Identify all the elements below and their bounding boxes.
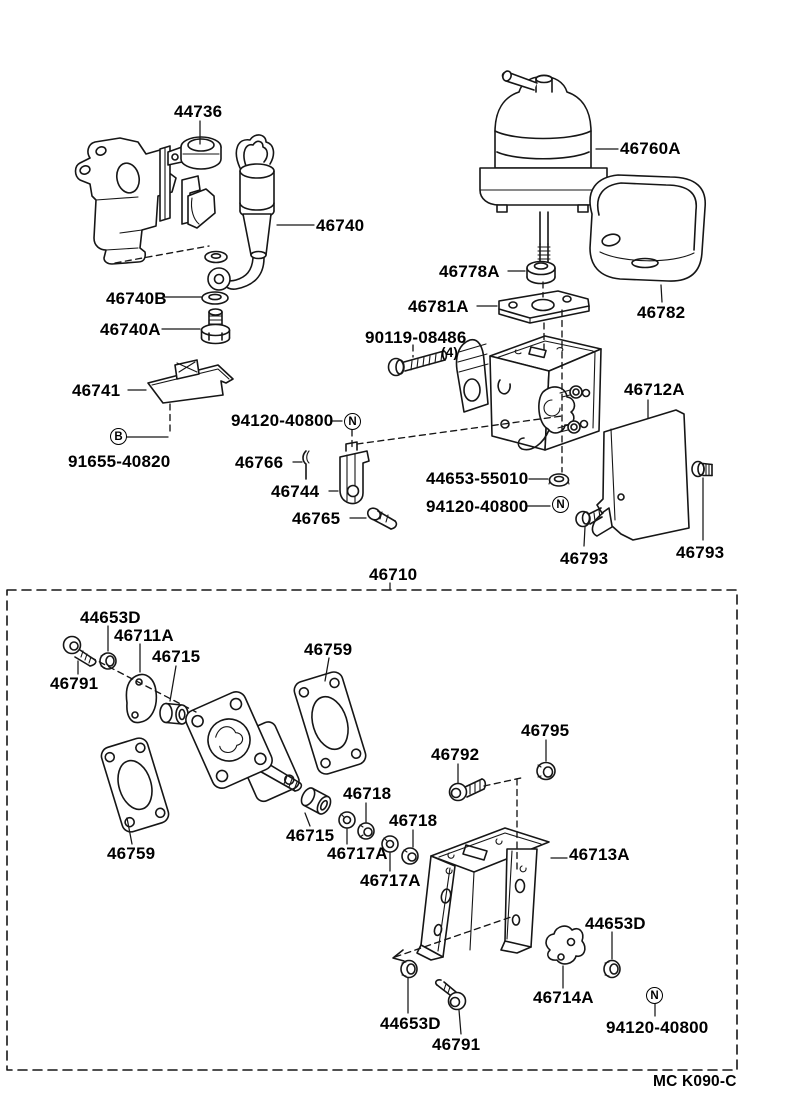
assembly-boundary-box	[6, 589, 738, 1071]
clamp-44736	[159, 136, 222, 229]
collar-46715-mid	[300, 787, 332, 815]
part-label-46765: 46765	[292, 509, 341, 528]
part-label-44653d-topleft: 44653D	[80, 608, 141, 627]
figure-code: MC K090-C	[653, 1073, 737, 1090]
bolt-46793-right	[691, 460, 713, 478]
collar-46715-top	[159, 702, 189, 725]
bracket-46713a	[416, 827, 550, 961]
part-label-46740b: 46740B	[106, 289, 167, 308]
nut-44653d-bottom	[400, 959, 418, 979]
part-label-44653d-bottom: 44653D	[380, 1014, 441, 1033]
part-label-44653-55010: 44653-55010	[426, 469, 529, 488]
bracket-46744	[339, 441, 370, 505]
part-label-46793-left: 46793	[560, 549, 609, 568]
plate-46781a	[498, 290, 590, 324]
bolt-46791-top	[62, 635, 97, 667]
clip-46717a-1	[338, 811, 356, 829]
part-label-46710: 46710	[369, 565, 418, 584]
gasket-46759-left	[100, 737, 170, 833]
pin-46766	[302, 450, 310, 480]
part-label-91655-40820: 91655-40820	[68, 452, 171, 471]
part-label-94120-40800-top: 94120-40800	[231, 411, 334, 430]
washer-46718-1	[357, 822, 375, 840]
part-label-46712a: 46712A	[624, 380, 685, 399]
part-label-46711a: 46711A	[114, 626, 174, 645]
part-label-46715-mid: 46715	[286, 826, 335, 845]
pump-body	[74, 137, 177, 265]
part-label-90119-qty: (4)	[441, 345, 459, 360]
bolt-90119	[387, 350, 448, 377]
bolt-46791-bottom	[435, 979, 467, 1011]
fuel-hose-46740	[201, 134, 275, 305]
part-label-46715-top: 46715	[152, 647, 201, 666]
part-label-46718-1: 46718	[343, 784, 392, 803]
part-label-46741: 46741	[72, 381, 121, 400]
plate-46741	[147, 359, 234, 404]
bolt-46793-left	[575, 507, 603, 528]
part-label-94120-40800-mid: 94120-40800	[426, 497, 529, 516]
part-label-90119-08486: 90119-08486	[365, 328, 467, 347]
assembly-axis-lines-bottom	[89, 656, 522, 962]
bracket-main	[455, 335, 602, 451]
nut-44653-55010	[548, 473, 570, 487]
clip-46717a-2	[381, 835, 399, 853]
marker-circle-n-mid: N	[552, 496, 569, 513]
part-label-46759-left: 46759	[107, 844, 156, 863]
washer-46718-2	[401, 847, 419, 865]
part-label-44653d-right: 44653D	[585, 914, 646, 933]
cover-46712a	[591, 409, 690, 541]
cam-plate-46711a	[125, 673, 158, 724]
valve-body	[185, 691, 303, 803]
marker-circle-b: B	[110, 428, 127, 445]
leader-lines	[77, 120, 704, 1035]
bolt-46792	[448, 778, 487, 802]
part-label-46744: 46744	[271, 482, 320, 501]
bolt-46765	[366, 507, 398, 530]
part-label-46793-right: 46793	[676, 543, 725, 562]
part-label-46717a-1: 46717A	[327, 844, 388, 863]
part-label-46718-2: 46718	[389, 811, 438, 830]
part-label-46781a: 46781A	[408, 297, 469, 316]
part-label-46778a: 46778A	[439, 262, 500, 281]
assembly-axis-lines	[114, 245, 563, 473]
part-label-46782: 46782	[637, 303, 686, 322]
plate-46714a	[545, 925, 586, 965]
marker-circle-n-bottom: N	[646, 987, 663, 1004]
part-label-94120-40800-bottom: 94120-40800	[606, 1018, 709, 1037]
part-label-46795: 46795	[521, 721, 570, 740]
part-label-44736: 44736	[174, 102, 223, 121]
cover-46782	[589, 174, 706, 282]
part-label-46766: 46766	[235, 453, 284, 472]
part-label-46713a: 46713A	[569, 845, 630, 864]
part-label-46759-right: 46759	[304, 640, 353, 659]
part-label-46792: 46792	[431, 745, 480, 764]
part-label-46791-top: 46791	[50, 674, 99, 693]
gasket-46759-right	[293, 671, 367, 775]
part-label-46791-bottom: 46791	[432, 1035, 481, 1054]
nut-46795	[536, 761, 556, 781]
part-label-46714a: 46714A	[533, 988, 594, 1007]
part-label-46740: 46740	[316, 216, 365, 235]
bolt-46740a	[200, 308, 231, 345]
grommet-46778a	[526, 260, 556, 285]
part-label-46760a: 46760A	[620, 139, 681, 158]
marker-circle-n-top: N	[344, 413, 361, 430]
vacuum-chamber-46760a	[479, 70, 608, 263]
part-label-46717a-2: 46717A	[360, 871, 421, 890]
part-label-46740a: 46740A	[100, 320, 161, 339]
nut-44653d-right	[603, 959, 621, 979]
